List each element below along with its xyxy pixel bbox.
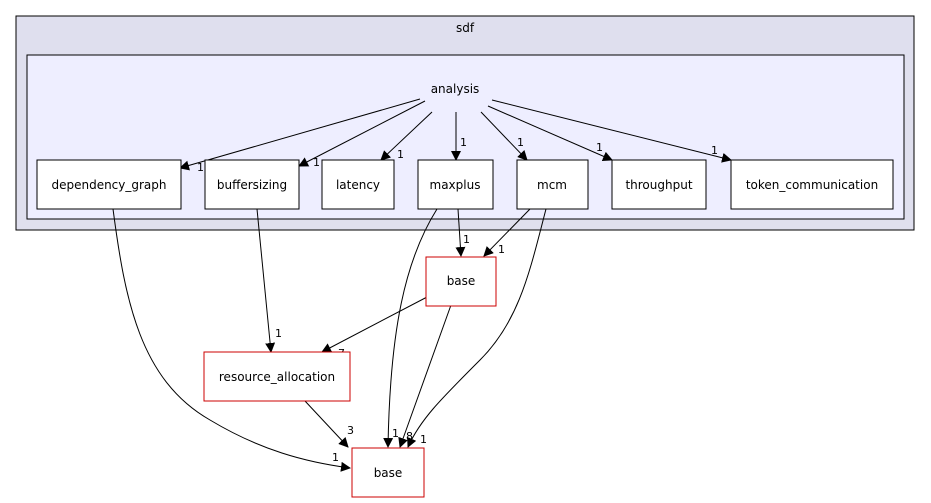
edge-analysis-throughput <box>487 105 613 161</box>
edge-label-analysis-dependency-graph: 1 <box>197 161 204 174</box>
edge-resource-allocation-base-bottom <box>304 400 349 448</box>
node-base-bottom[interactable]: base <box>351 447 425 498</box>
edge-label-buffersizing-resource-allocation: 1 <box>275 327 282 340</box>
node-latency-label: latency <box>336 178 380 192</box>
edge-mcm-base-bottom <box>407 208 547 448</box>
edge-labels: 1 1 1 1 1 1 1 1 1 1 7 3 1 1 8 1 <box>197 136 718 464</box>
node-dependency-graph[interactable]: dependency_graph <box>36 159 182 210</box>
node-throughput-label: throughput <box>625 178 692 192</box>
edge-label-analysis-mcm: 1 <box>517 136 524 149</box>
node-token-communication[interactable]: token_communication <box>730 159 894 210</box>
node-base-top[interactable]: base <box>425 256 497 307</box>
edge-analysis-buffersizing <box>298 100 426 167</box>
node-buffersizing[interactable]: buffersizing <box>204 159 300 210</box>
edge-label-maxplus-base-top: 1 <box>463 233 470 246</box>
edge-analysis-mcm <box>480 111 528 161</box>
edge-analysis-dependency-graph <box>179 98 421 171</box>
edge-label-base-top-base-bottom: 8 <box>406 430 413 443</box>
node-resource-allocation[interactable]: resource_allocation <box>203 351 351 402</box>
node-base-top-label: base <box>447 274 476 288</box>
edges <box>112 98 732 472</box>
edge-label-analysis-buffersizing: 1 <box>313 156 320 169</box>
edge-analysis-latency <box>380 111 433 161</box>
edge-label-mcm-base-top: 1 <box>498 243 505 256</box>
node-resource-allocation-label: resource_allocation <box>219 370 335 384</box>
edge-label-maxplus-base-bottom: 1 <box>392 427 399 440</box>
cluster-sdf-label: sdf <box>456 21 475 35</box>
edge-label-dependency-graph-base-bottom: 1 <box>332 451 339 464</box>
edge-label-analysis-token-communication: 1 <box>711 144 718 157</box>
cluster-analysis-label: analysis <box>431 82 480 96</box>
edge-maxplus-base-bottom <box>383 208 438 448</box>
node-buffersizing-label: buffersizing <box>217 178 287 192</box>
node-maxplus[interactable]: maxplus <box>417 159 494 210</box>
edge-base-top-resource-allocation <box>321 295 430 353</box>
node-throughput[interactable]: throughput <box>611 159 707 210</box>
node-mcm[interactable]: mcm <box>516 159 589 210</box>
edge-label-analysis-throughput: 1 <box>596 141 603 154</box>
edge-base-top-base-bottom <box>398 304 452 448</box>
node-maxplus-label: maxplus <box>430 178 481 192</box>
node-latency[interactable]: latency <box>321 159 395 210</box>
node-dependency-graph-label: dependency_graph <box>51 178 166 192</box>
edge-dependency-graph-base-bottom <box>112 208 351 472</box>
edge-maxplus-base-top <box>455 208 466 257</box>
edge-analysis-token-communication <box>491 99 732 163</box>
edge-label-analysis-maxplus: 1 <box>460 136 467 149</box>
node-base-bottom-label: base <box>374 466 403 480</box>
edge-label-analysis-latency: 1 <box>397 148 404 161</box>
node-token-communication-label: token_communication <box>746 178 878 192</box>
node-mcm-label: mcm <box>537 178 567 192</box>
edge-buffersizing-resource-allocation <box>256 208 276 353</box>
edge-mcm-base-top <box>483 208 531 257</box>
edge-label-resource-allocation-base-bottom: 3 <box>347 424 354 437</box>
edge-label-mcm-base-bottom: 1 <box>420 433 427 446</box>
